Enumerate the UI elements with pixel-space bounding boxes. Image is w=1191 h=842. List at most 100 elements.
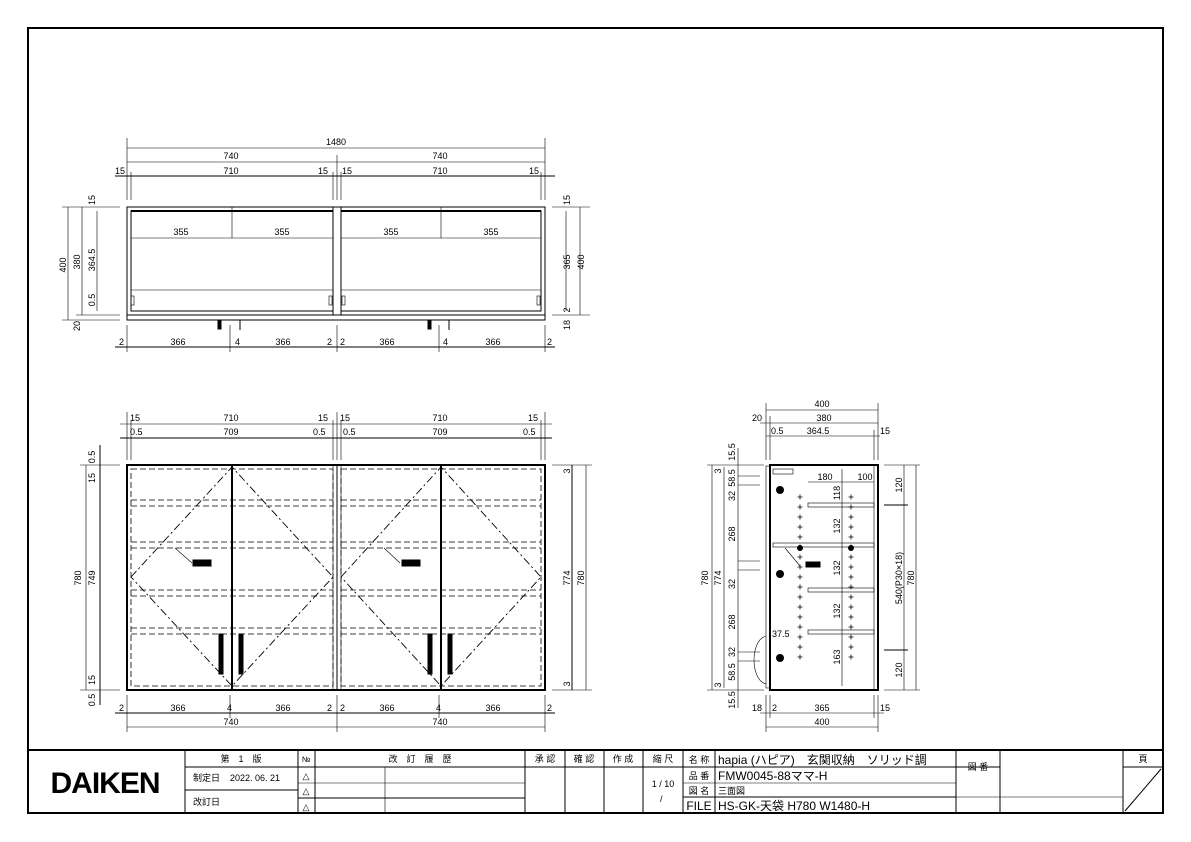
peg-hole-mark — [797, 534, 803, 540]
dim-half-inner: 355 — [274, 227, 289, 237]
dim-door-width: 366 — [379, 703, 394, 713]
dim-right-top: 15 — [562, 195, 572, 205]
scale-slash: / — [660, 794, 663, 804]
dim-inner-height: 749 — [87, 570, 97, 585]
revision-mark-icon: △ — [303, 786, 310, 796]
dim-depth: 400 — [814, 399, 829, 409]
dim-pitch: 540(P30×18) — [894, 552, 904, 604]
dim-3: 3 — [713, 682, 723, 687]
dim-b2: 2 — [119, 703, 124, 713]
dim-half-width: 740 — [223, 717, 238, 727]
peg-hole-mark — [848, 624, 854, 630]
dim-120: 120 — [894, 477, 904, 492]
dim-door-width: 366 — [170, 337, 185, 347]
peg-holes — [797, 494, 803, 660]
dim-door-width: 366 — [170, 703, 185, 713]
peg-hole-mark — [797, 494, 803, 500]
dim-37-5: 37.5 — [772, 629, 790, 639]
peg-hole-mark — [797, 514, 803, 520]
hinge-icon — [776, 654, 784, 662]
drawing-no-label: 図 番 — [968, 761, 989, 772]
dim-58-5: 58.5 — [727, 469, 737, 487]
dim-door: 20 — [752, 413, 762, 423]
drawing-name-value: 三面図 — [718, 786, 745, 796]
name-label: 名 称 — [689, 754, 710, 765]
peg-hole-mark — [848, 584, 854, 590]
file-value: HS-GK-天袋 H780 W1480-H — [718, 799, 870, 813]
dim-b2: 2 — [327, 337, 332, 347]
dim-center-gap: 4 — [436, 703, 441, 713]
peg-hole-mark — [848, 534, 854, 540]
dim-gap: 0.5 — [87, 294, 97, 307]
established-date: 2022. 06. 21 — [230, 773, 280, 783]
dim-center-gap: 4 — [443, 337, 448, 347]
dim-side: 15 — [318, 413, 328, 423]
dim-780: 780 — [906, 570, 916, 585]
dim-height: 780 — [73, 570, 83, 585]
dim-32: 32 — [727, 491, 737, 501]
dim-58-5: 58.5 — [727, 663, 737, 681]
peg-hole-mark — [797, 594, 803, 600]
checked-header: 確 認 — [574, 753, 595, 764]
no-header: № — [302, 755, 311, 764]
scale-value: 1 / 10 — [652, 779, 675, 789]
peg-hole-mark — [848, 604, 854, 610]
dim-163: 163 — [832, 649, 842, 664]
peg-hole-mark — [848, 564, 854, 570]
peg-hole-mark — [797, 614, 803, 620]
fixed-shelf — [772, 542, 875, 548]
peg-hole-mark — [848, 524, 854, 530]
dim-center-gap: 4 — [235, 337, 240, 347]
dim-b2: 2 — [327, 703, 332, 713]
side-view: 400 20 380 0.5 364.5 15 180 100 118 132 … — [700, 399, 920, 732]
title-block: DAIKEN 第 1 版 制定日 2022. 06. 21 改訂日 № △ △ … — [28, 749, 1163, 813]
dim-top: 15 — [87, 195, 97, 205]
approved-header: 承 認 — [535, 753, 556, 764]
dim-inner-door: 709 — [223, 427, 238, 437]
dim-b2: 2 — [119, 337, 124, 347]
daiken-logo: DAIKEN — [50, 767, 159, 800]
dim-right-gap: 3 — [562, 468, 572, 473]
part-label: 品 番 — [689, 770, 710, 781]
dim-gap: 0.5 — [771, 426, 784, 436]
dim-right-18: 18 — [562, 320, 572, 330]
dim-b2: 2 — [340, 703, 345, 713]
dim-door-width: 366 — [485, 337, 500, 347]
peg-hole-mark — [848, 634, 854, 640]
dim-b2: 2 — [547, 337, 552, 347]
dim-120: 120 — [894, 662, 904, 677]
dim-gap: 0.5 — [313, 427, 326, 437]
dim-gap: 0.5 — [343, 427, 356, 437]
peg-hole-mark — [848, 554, 854, 560]
dim-b2: 2 — [340, 337, 345, 347]
dim-gap: 0.5 — [87, 694, 97, 707]
dim-132: 132 — [832, 603, 842, 618]
peg-hole-mark — [797, 584, 803, 590]
front-view: 15 710 15 15 710 15 0.5 709 0.5 0.5 709 … — [73, 412, 592, 732]
dim-774: 774 — [713, 570, 723, 585]
dim-268: 268 — [727, 614, 737, 629]
drawing-name-label: 図 名 — [689, 785, 710, 796]
peg-hole-mark — [797, 564, 803, 570]
dim-400: 400 — [814, 717, 829, 727]
dim-100: 100 — [857, 472, 872, 482]
hinge-icon — [776, 570, 784, 578]
dim-half-width: 740 — [432, 151, 447, 161]
dim-2: 2 — [772, 703, 777, 713]
created-header: 作 成 — [613, 753, 634, 764]
dim-right-2: 2 — [562, 307, 572, 312]
dim-132: 132 — [832, 560, 842, 575]
dim-780: 780 — [700, 570, 710, 585]
dim-right-gap: 3 — [562, 681, 572, 686]
established-label: 制定日 — [193, 772, 220, 783]
dim-inner-width: 710 — [432, 166, 447, 176]
part-value: FMW0045-88ママ-H — [718, 769, 827, 783]
peg-hole-mark — [848, 654, 854, 660]
name-value: hapia (ハピア) 玄関収納 ソリッド調 — [718, 752, 927, 767]
dim-right-400: 400 — [576, 254, 586, 269]
dim-door-width: 366 — [485, 703, 500, 713]
dim-15: 15 — [880, 703, 890, 713]
dim-32: 32 — [727, 579, 737, 589]
shelf — [807, 502, 875, 508]
